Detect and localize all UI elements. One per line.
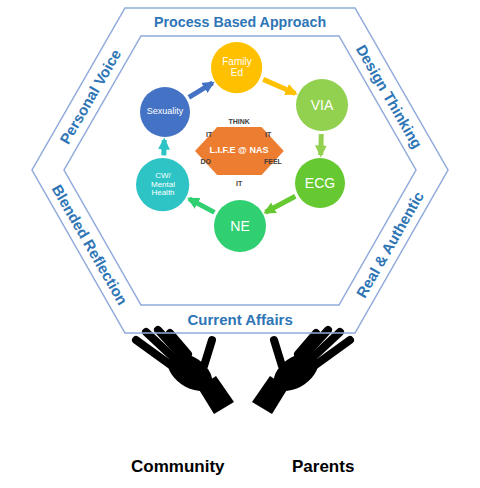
left-hand [136,330,234,414]
cycle-word: IT [265,131,271,138]
topic-circle: ECG [295,158,345,208]
group-label: Community [131,458,225,475]
cycle-word: THINK [229,118,250,125]
topic-circle: CW/ Mental Health [136,158,189,211]
frame-hexagon: Process Based ApproachDesign ThinkingRea… [0,0,480,340]
frame-side-label: Personal Voice [57,46,123,146]
topic-circle: NE [214,200,266,252]
circle-fill [296,79,348,131]
right-hand [252,330,350,414]
hexagon-fill [195,127,284,175]
cycle-arrow [161,140,166,155]
cycle-arrow [263,79,295,93]
topic-label: ECG [305,176,335,191]
topic-circle: Family Ed [211,42,262,93]
cycle-word: IT [206,131,212,138]
center-label: L.I.F.E @ NAS [210,146,269,155]
cycle-word: DO [201,158,212,165]
frame-side-label: Design Thinking [353,42,424,151]
inner-hexagon-line [64,36,416,305]
topic-label: Family Ed [217,57,257,78]
cycle-arrow [189,199,214,212]
topic-label: CW/ Mental Health [143,172,183,197]
circle-fill [295,158,345,208]
circle-fill [214,200,266,252]
topic-label: Sexuality [147,107,184,116]
frame-side-label: Real & Authentic [353,189,426,300]
frame-side-label: Process Based Approach [154,15,326,29]
topic-circle: Sexuality [140,87,190,137]
cycle-word: FEEL [264,158,282,165]
topic-circle: VIA [296,79,348,131]
cycle-arrow [266,196,296,212]
circle-fill [211,42,262,93]
cycle-arrow [189,83,213,97]
topic-label: VIA [311,98,334,113]
outer-hexagon-line [32,8,448,333]
frame-side-label: Current Affairs [188,312,293,327]
cycle-arrow [318,134,324,155]
group-label: Parents [292,458,354,475]
cycle-word: IT [236,180,242,187]
frame-side-label: Blended Reflection [49,181,130,306]
circle-fill [136,158,189,211]
topic-label: NE [230,219,249,234]
circle-fill [140,87,190,137]
